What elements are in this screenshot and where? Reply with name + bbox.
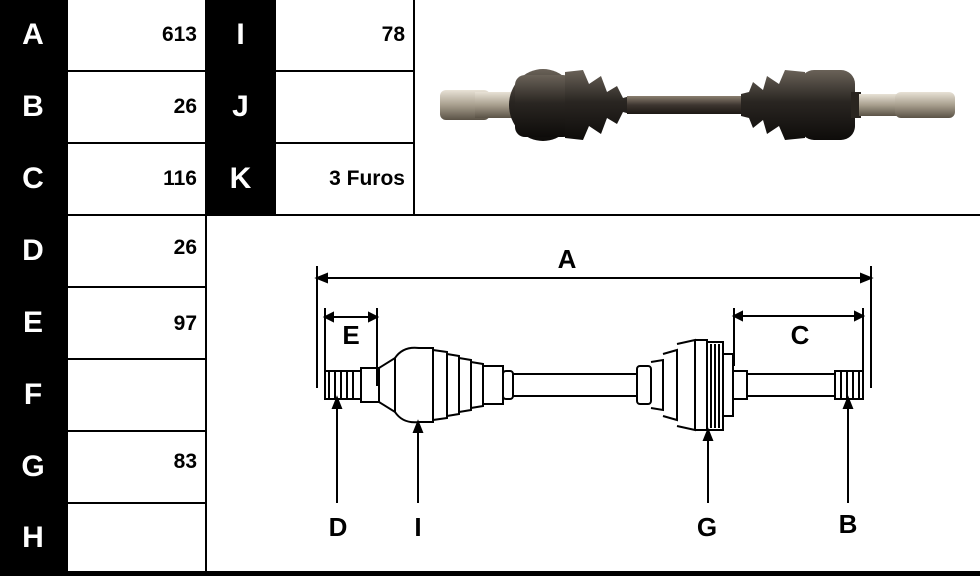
label-j: J — [207, 72, 274, 142]
value-h — [68, 504, 205, 571]
label-g: G — [0, 432, 66, 502]
diagram-label-a: A — [558, 244, 577, 274]
label-h: H — [0, 504, 66, 571]
value-b: 26 — [68, 72, 205, 142]
label-c: C — [0, 144, 66, 214]
label-f: F — [0, 360, 66, 430]
value-a: 613 — [68, 0, 205, 70]
product-photo — [415, 0, 980, 214]
diagram-label-c: C — [791, 320, 810, 350]
drive-shaft-diagram: A E C D I G B — [314, 244, 874, 542]
label-i: I — [207, 0, 274, 70]
label-e: E — [0, 288, 66, 358]
label-d: D — [0, 216, 66, 286]
value-i: 78 — [276, 0, 413, 70]
value-c: 116 — [68, 144, 205, 214]
diagram-label-b: B — [839, 509, 858, 539]
value-d: 26 — [68, 216, 205, 286]
value-j — [276, 72, 413, 142]
technical-diagram: A E C D I G B — [207, 216, 980, 571]
label-b: B — [0, 72, 66, 142]
drive-shaft-photo — [440, 69, 955, 141]
diagram-label-d: D — [329, 512, 348, 542]
diagram-label-i: I — [414, 512, 421, 542]
label-k: K — [207, 144, 274, 214]
diagram-label-g: G — [697, 512, 717, 542]
value-g: 83 — [68, 432, 205, 502]
label-a: A — [0, 0, 66, 70]
value-k: 3 Furos — [276, 144, 413, 214]
value-f — [68, 360, 205, 430]
diagram-label-e: E — [342, 320, 359, 350]
value-e: 97 — [68, 288, 205, 358]
